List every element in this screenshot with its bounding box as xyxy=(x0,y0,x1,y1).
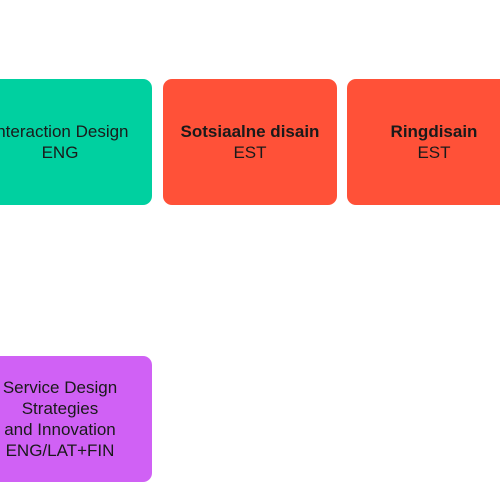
course-card-ringdisain[interactable]: Ringdisain EST xyxy=(347,79,500,205)
course-language: EST xyxy=(233,143,267,162)
course-card-service-design[interactable]: Service Design Strategies and Innovation… xyxy=(0,356,152,482)
course-card-sotsiaalne-disain[interactable]: Sotsiaalne disain EST xyxy=(163,79,337,205)
course-language: EST xyxy=(417,143,451,162)
course-title: Ringdisain xyxy=(390,122,478,141)
course-title: Interaction Design xyxy=(0,122,129,141)
course-language: ENG xyxy=(41,143,79,162)
course-title: Sotsiaalne disain xyxy=(180,122,320,141)
course-language: ENG/LAT+FIN xyxy=(5,441,115,460)
course-card-interaction-design[interactable]: Interaction Design ENG xyxy=(0,79,152,205)
course-title: Service Design Strategies and Innovation xyxy=(2,378,118,439)
